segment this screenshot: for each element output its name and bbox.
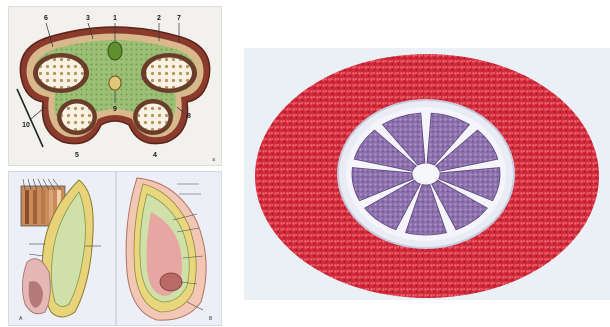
histology-micrograph (244, 48, 610, 300)
label-2: 2 (157, 15, 161, 22)
anther-diagram-svg: 1 2 3 4 5 6 7 8 9 10 a (9, 7, 221, 165)
corner-mark-a: A (19, 316, 23, 322)
vascular-bundle-center (109, 76, 121, 90)
corner-mark-b: B (209, 316, 213, 322)
pollen-sac-lower-left (57, 99, 97, 135)
corner-mark: a (212, 157, 215, 163)
label-1: 1 (113, 15, 117, 22)
development-diagram-a-svg: A (9, 172, 115, 325)
label-5: 5 (75, 152, 79, 159)
pollen-sac-upper-right (141, 53, 197, 93)
label-6: 6 (44, 15, 48, 22)
label-3: 3 (86, 15, 90, 22)
label-8: 8 (187, 113, 191, 120)
dev-b-embryo (160, 273, 182, 291)
label-4: 4 (153, 152, 157, 159)
development-diagram-b: B (116, 171, 222, 326)
label-9: 9 (113, 106, 117, 113)
anther-cross-section-diagram: 1 2 3 4 5 6 7 8 9 10 a (8, 6, 222, 166)
pollen-sac-upper-left (33, 53, 89, 93)
development-diagram-a: A (8, 171, 116, 326)
micrograph-svg (244, 48, 610, 300)
development-diagram-b-svg: B (117, 172, 221, 325)
central-lumen (417, 167, 435, 181)
pollen-sac-lower-right (133, 99, 173, 135)
label-7: 7 (177, 15, 181, 22)
label-10: 10 (22, 122, 30, 129)
vascular-bundle-upper (108, 42, 122, 60)
